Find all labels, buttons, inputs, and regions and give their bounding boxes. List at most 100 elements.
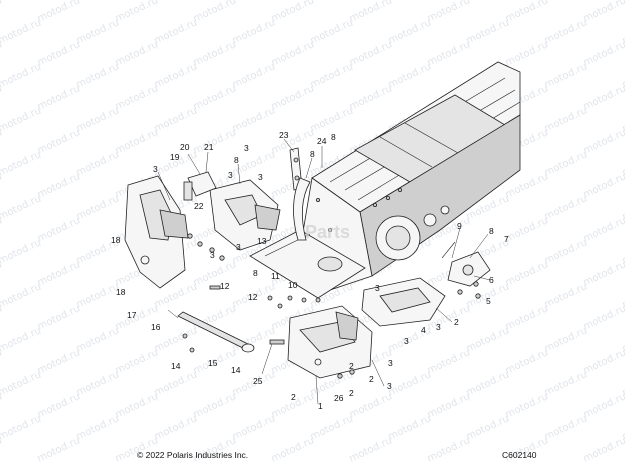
watermark-text: motod.ru	[270, 435, 316, 464]
watermark-text: motod.ru	[465, 17, 511, 46]
watermark-text: motod.ru	[0, 61, 43, 90]
watermark-text: motod.ru	[426, 39, 472, 68]
watermark-text: motod.ru	[75, 193, 121, 222]
lower-bulkhead	[287, 305, 373, 379]
watermark-text: motod.ru	[309, 0, 355, 3]
watermark-text: motod.ru	[504, 259, 550, 288]
watermark-text: motod.ru	[582, 171, 625, 200]
watermark-text: motod.ru	[75, 325, 121, 354]
watermark-text: motod.ru	[153, 61, 199, 90]
watermark-text: motod.ru	[426, 435, 472, 464]
watermark-text: motod.ru	[114, 39, 160, 68]
callout-3: 3	[244, 143, 249, 153]
watermark-text: motod.ru	[582, 83, 625, 112]
callout-20: 20	[180, 142, 190, 152]
watermark-text: motod.ru	[270, 39, 316, 68]
watermark-text: motod.ru	[0, 0, 4, 25]
watermark-text: motod.ru	[387, 0, 433, 3]
parts-logo: Parts	[305, 222, 350, 242]
callout-10: 10	[288, 280, 298, 290]
watermark-text: motod.ru	[387, 413, 433, 442]
watermark-text: motod.ru	[543, 325, 589, 354]
callout-12: 12	[220, 281, 230, 291]
watermark-text: motod.ru	[504, 0, 550, 25]
watermark-text: motod.ru	[543, 61, 589, 90]
watermark-text: motod.ru	[0, 17, 43, 46]
watermark-text: motod.ru	[426, 347, 472, 376]
watermark-text: motod.ru	[465, 325, 511, 354]
callout-19: 19	[170, 152, 180, 162]
watermark-text: motod.ru	[75, 0, 121, 3]
copyright-text: © 2022 Polaris Industries Inc.	[137, 450, 249, 460]
watermark-text: motod.ru	[543, 17, 589, 46]
watermark-text: motod.ru	[504, 391, 550, 420]
callout-3: 3	[153, 164, 158, 174]
watermark-text: motod.ru	[0, 105, 43, 134]
watermark-text: motod.ru	[192, 83, 238, 112]
callout-3: 3	[387, 381, 392, 391]
watermark-text: motod.ru	[153, 17, 199, 46]
watermark-text: motod.ru	[348, 391, 394, 420]
callout-26: 26	[334, 393, 344, 403]
watermark-text: motod.ru	[582, 0, 625, 25]
watermark-text: motod.ru	[387, 17, 433, 46]
callout-3: 3	[404, 336, 409, 346]
watermark-text: motod.ru	[36, 435, 82, 464]
watermark-text: motod.ru	[582, 347, 625, 376]
callout-3: 3	[436, 322, 441, 332]
front-tube	[293, 177, 311, 241]
watermark-text: motod.ru	[348, 0, 394, 25]
watermark-text: motod.ru	[504, 303, 550, 332]
watermark-text: motod.ru	[504, 347, 550, 376]
watermark-text: motod.ru	[192, 259, 238, 288]
watermark-text: motod.ru	[465, 0, 511, 3]
watermark-text: motod.ru	[309, 105, 355, 134]
watermark-text: motod.ru	[387, 325, 433, 354]
callout-13: 13	[257, 236, 267, 246]
watermark-text: motod.ru	[582, 303, 625, 332]
callout-21: 21	[204, 142, 214, 152]
watermark-text: motod.ru	[36, 215, 82, 244]
callout-7: 7	[504, 234, 509, 244]
drawing-id: C602140	[502, 450, 537, 460]
watermark-text: motod.ru	[0, 369, 43, 398]
watermark-text: motod.ru	[504, 215, 550, 244]
callout-6: 6	[489, 275, 494, 285]
watermark-text: motod.ru	[348, 39, 394, 68]
callout-8: 8	[310, 149, 315, 159]
callout-5: 5	[486, 296, 491, 306]
watermark-text: motod.ru	[36, 0, 82, 25]
watermark-text: motod.ru	[543, 237, 589, 266]
watermark-text: motod.ru	[153, 413, 199, 442]
watermark-text: motod.ru	[582, 435, 625, 464]
callout-3: 3	[388, 358, 393, 368]
watermark-text: motod.ru	[75, 61, 121, 90]
callout-1: 1	[318, 401, 323, 411]
watermark-text: motod.ru	[75, 369, 121, 398]
callout-labels: 23 24 8 8 20 21 19 3 8 3 3 3 22 3 13 18 …	[111, 130, 509, 411]
watermark-text: motod.ru	[0, 237, 43, 266]
watermark-text: motod.ru	[36, 171, 82, 200]
callout-15: 15	[208, 358, 218, 368]
watermark-text: motod.ru	[0, 0, 43, 3]
callout-14: 14	[231, 365, 241, 375]
watermark-text: motod.ru	[504, 39, 550, 68]
hardware-fasteners	[182, 233, 481, 379]
watermark-text: motod.ru	[270, 0, 316, 25]
callout-8: 8	[253, 268, 258, 278]
leader-lines	[157, 138, 491, 405]
watermark-text: motod.ru	[0, 193, 43, 222]
watermark-text: motod.ru	[114, 83, 160, 112]
callout-8: 8	[234, 155, 239, 165]
watermark-text: motod.ru	[114, 347, 160, 376]
callout-8: 8	[331, 132, 336, 142]
watermark-text: motod.ru	[582, 215, 625, 244]
watermark-text: motod.ru	[75, 281, 121, 310]
steering-bracket	[183, 171, 217, 201]
callout-2: 2	[454, 317, 459, 327]
callout-8: 8	[489, 226, 494, 236]
callout-22: 22	[194, 201, 204, 211]
watermark-text: motod.ru	[36, 259, 82, 288]
callout-18: 18	[116, 287, 126, 297]
